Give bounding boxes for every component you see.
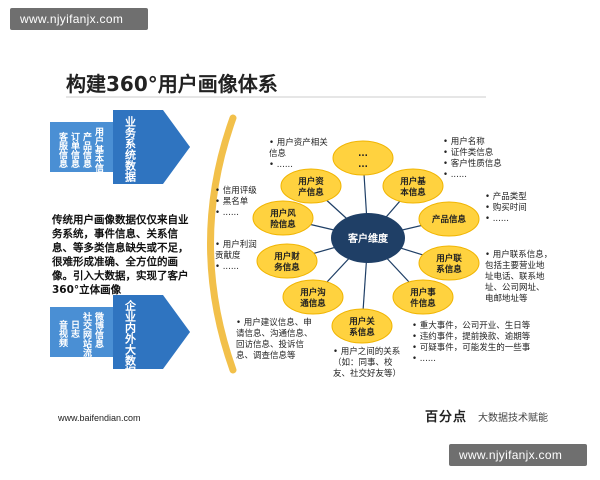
node-label-contact: 用户联系信息 <box>435 253 462 275</box>
top-item-0: 客服信息 <box>57 131 69 169</box>
bracket-arc <box>207 114 237 374</box>
note-basic: • 用户名称 • 证件类信息 • 客户性质信息 • ...... <box>443 137 502 180</box>
left-description: 传统用户画像数据仅仅来自业务系统，事件信息、关系信息、等多类信息缺失或不足，很难… <box>52 214 189 296</box>
top-header: 业务系统数据 <box>124 115 137 183</box>
node-communication <box>282 279 344 315</box>
node-label-product: 产品信息 <box>432 214 467 225</box>
node-contact <box>418 245 480 281</box>
bottom-item-0: 音视频 <box>57 319 68 348</box>
top-items-text: 客服信息 订单信息 产品信息 用户基本信息 <box>57 127 105 182</box>
note-communication: • 用户建议信息、申 请信息、沟通信息、 回访信息、投诉信 息、调查信息等 <box>236 318 313 361</box>
node-label-relation: 用户关系信息 <box>348 316 375 338</box>
watermark-bottom: www.njyifanjx.com <box>449 444 587 466</box>
node-label-risk: 用户风险信息 <box>269 208 296 230</box>
bottom-item-1: 日志 <box>69 320 80 339</box>
nodes-group: ...... 用户基本信息产品信息用户联系信息用户事件信息用户关系信息用户沟通信息… <box>252 140 480 344</box>
node-label-finance: 用户财务信息 <box>273 251 300 273</box>
node-label-top: ...... <box>358 149 368 170</box>
node-top <box>332 140 394 176</box>
node-label-asset: 用户资产信息 <box>297 176 324 198</box>
note-finance: • 用户利润 贡献度 • ...... <box>215 240 257 272</box>
node-event <box>392 279 454 315</box>
node-product <box>418 201 480 237</box>
node-finance <box>256 243 318 279</box>
top-item-3: 用户基本信息 <box>93 127 105 182</box>
note-relation: • 用户之间的关系 （如：同事、校 友、社交好友等） <box>333 347 402 379</box>
center-label: 客户维度 <box>347 232 389 245</box>
brand-logo: 百分点 <box>425 410 468 425</box>
top-item-1: 订单信息 <box>69 131 80 169</box>
center-node <box>331 213 405 263</box>
bottom-item-2: 社交网站流量 <box>81 311 93 367</box>
note-contact: • 用户联系信息， 包括主要营业地 址电话、联系地 址、公司网址、 电邮地址等 <box>485 250 553 304</box>
node-relation <box>331 308 393 344</box>
node-label-basic: 用户基本信息 <box>399 176 426 198</box>
node-asset <box>280 168 342 204</box>
top-arrow <box>50 110 190 184</box>
bottom-header: 企业内外大数据 <box>124 299 138 378</box>
note-event: • 重大事件，公司开业、生日等 • 违约事件，提前换款、逾期等 • 可疑事件，可… <box>412 321 531 364</box>
bottom-items-text: 音视频 日志 社交网站流量 微博信息 <box>57 311 105 367</box>
note-asset: • 用户资产相关 信息 • ...... <box>269 138 328 170</box>
brand-subtitle: 大数据技术赋能 <box>478 413 548 424</box>
footer-url: www.baifendian.com <box>58 413 141 423</box>
bottom-arrow <box>50 295 190 369</box>
node-basic <box>382 168 444 204</box>
diagram-title: 构建360°用户画像体系 <box>66 72 278 96</box>
watermark-top: www.njyifanjx.com <box>10 8 148 30</box>
note-risk: • 信用评级 • 黑名单 • ...... <box>215 186 257 218</box>
node-label-communication: 用户沟通信息 <box>299 287 326 309</box>
bottom-item-3: 微博信息 <box>93 311 105 349</box>
top-item-2: 产品信息 <box>81 131 92 169</box>
note-product: • 产品类型 • 购买时间 • ...... <box>485 192 527 224</box>
node-risk <box>252 200 314 236</box>
node-label-event: 用户事件信息 <box>409 287 436 309</box>
title-underline <box>66 96 486 98</box>
